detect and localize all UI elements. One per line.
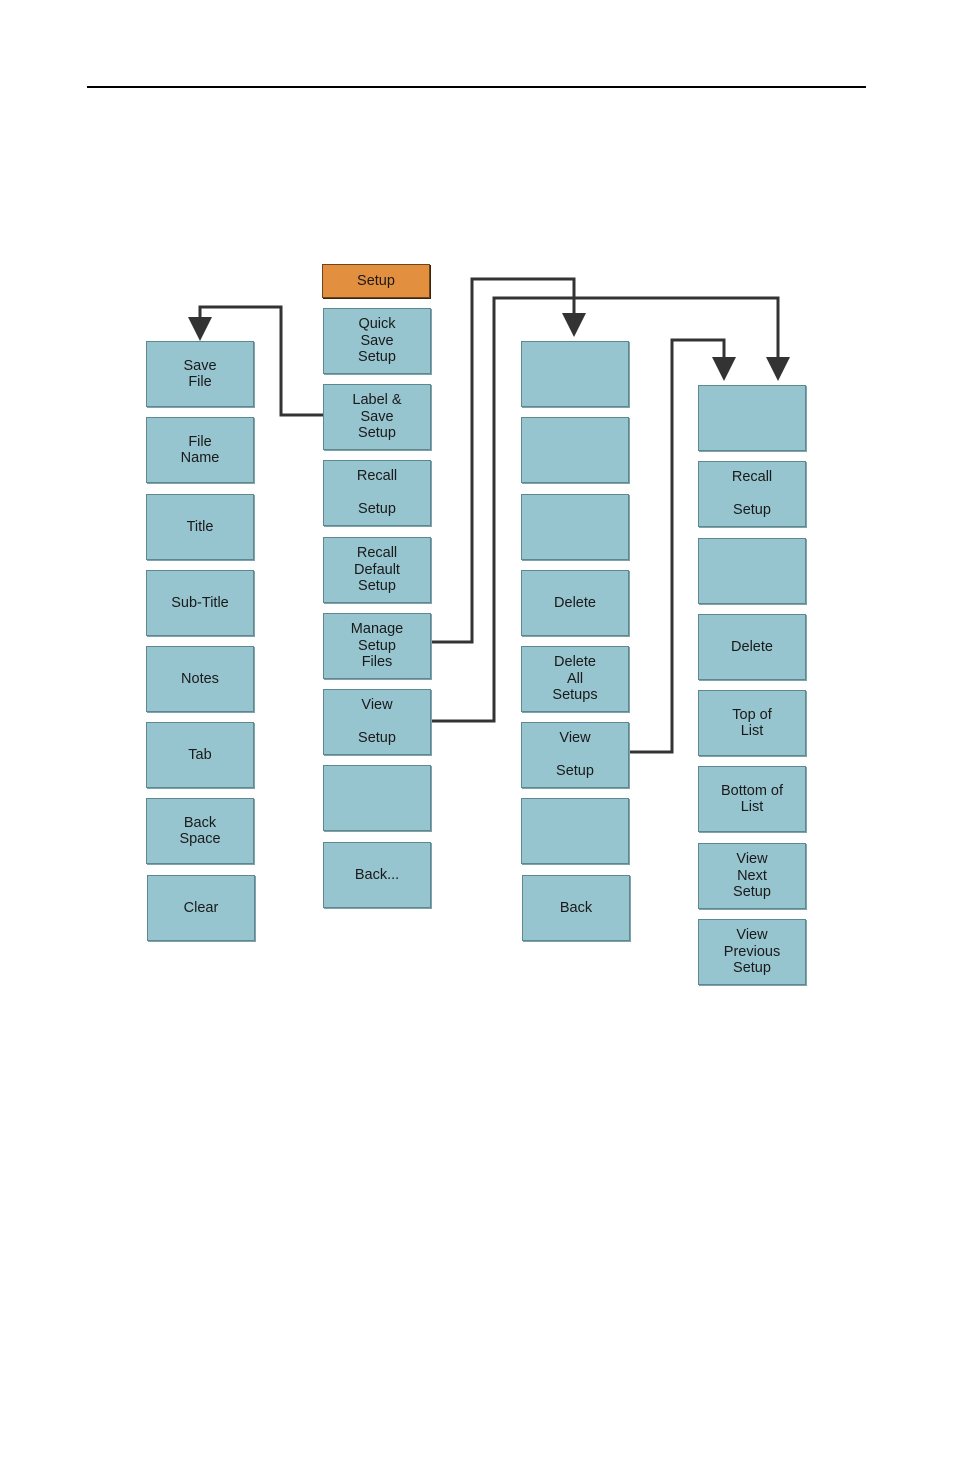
- key-label-line: Setup: [358, 730, 396, 747]
- header-rule: [87, 86, 866, 88]
- manage-blank-key-7[interactable]: [521, 798, 629, 864]
- key-label-line: Clear: [183, 899, 219, 916]
- key-label-line: Next: [737, 867, 767, 884]
- back-key[interactable]: Back: [522, 875, 630, 941]
- key-label-line: Save: [183, 357, 217, 374]
- key-label-line: Tab: [188, 746, 212, 763]
- key-label-line: Previous: [723, 943, 781, 960]
- key-label-line: Setup: [358, 349, 396, 366]
- view-delete-key[interactable]: Delete: [698, 614, 806, 680]
- key-label-line: Setup: [358, 637, 396, 654]
- key-label-line: View: [736, 927, 768, 944]
- clear-key[interactable]: Clear: [147, 875, 255, 941]
- key-label-line: Setup: [358, 425, 396, 442]
- key-label-line: Setup: [733, 960, 771, 977]
- manage-blank-key-3[interactable]: [521, 494, 629, 560]
- key-label-line: Space: [179, 831, 221, 847]
- key-label-line: Back: [183, 814, 217, 831]
- notes-key[interactable]: Notes: [146, 646, 254, 712]
- key-label-line: Files: [361, 654, 393, 671]
- key-label-line: Setup: [358, 501, 396, 518]
- key-label-line: Setup: [358, 578, 396, 595]
- key-label-line: Setup: [733, 884, 771, 901]
- key-label-line: Recall: [356, 545, 398, 562]
- key-label-line: Manage: [350, 621, 404, 638]
- key-label-line: Save: [360, 408, 394, 425]
- key-label-line: Save: [360, 332, 394, 349]
- connector-manage-files-to-manage-menu: [431, 277, 586, 644]
- key-label-line: Delete: [731, 638, 773, 655]
- view-blank-key-1[interactable]: [698, 385, 806, 451]
- setup-menu-title: Setup: [322, 264, 430, 298]
- key-label-line: Bottom of: [720, 782, 784, 799]
- key-label-line: Delete: [554, 654, 596, 671]
- key-label-line: View: [559, 730, 591, 747]
- key-label-line: Recall: [356, 468, 398, 485]
- key-label-line: Label &: [352, 392, 402, 409]
- key-label-line: Setups: [552, 687, 598, 704]
- tab-key[interactable]: Tab: [146, 722, 254, 788]
- manage-blank-key-1[interactable]: [521, 341, 629, 407]
- sub-title-key[interactable]: Sub-Title: [146, 570, 254, 636]
- key-label-line: File: [188, 374, 212, 390]
- key-label-line: All: [566, 670, 584, 687]
- manage-blank-key-2[interactable]: [521, 417, 629, 483]
- key-label-line: List: [740, 723, 764, 739]
- key-label-line: Back...: [354, 866, 400, 883]
- setup-blank-key[interactable]: [323, 765, 431, 831]
- key-label-line: Name: [180, 450, 220, 466]
- key-label-line: Recall: [731, 469, 773, 486]
- connector-view-setup-to-view-menu: [431, 296, 790, 723]
- key-label-line: Quick: [358, 316, 396, 333]
- key-label-line: Delete: [554, 594, 596, 611]
- key-label-line: Back: [559, 899, 593, 916]
- key-label-line: File: [188, 433, 212, 450]
- connector-label-save-to-save-file: [188, 305, 323, 417]
- connector-manage-view-setup-to-view-menu: [629, 338, 736, 754]
- delete-key[interactable]: Delete: [521, 570, 629, 636]
- key-label-line: View: [361, 697, 393, 714]
- key-label-line: Setup: [733, 502, 771, 519]
- view-blank-key-3[interactable]: [698, 538, 806, 604]
- key-label-line: View: [736, 851, 768, 868]
- setup-back-key[interactable]: Back...: [323, 842, 431, 908]
- key-label-line: Top of: [732, 706, 772, 723]
- key-label-line: Notes: [181, 670, 219, 687]
- key-label-line: Default: [354, 561, 400, 578]
- key-label-line: Setup: [357, 272, 395, 289]
- key-label-line: List: [740, 799, 764, 815]
- key-label-line: Sub-Title: [171, 594, 229, 611]
- key-label-line: Setup: [556, 763, 594, 780]
- title-key[interactable]: Title: [146, 494, 254, 560]
- key-label-line: Title: [186, 518, 214, 535]
